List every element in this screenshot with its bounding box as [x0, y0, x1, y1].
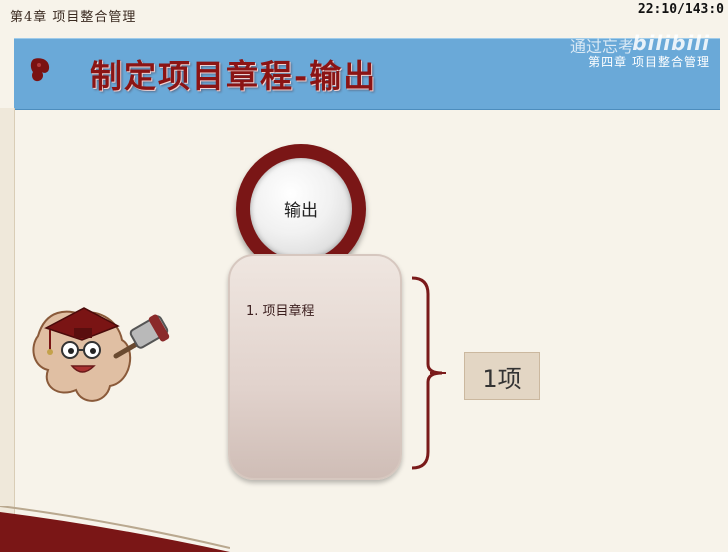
output-list-panel: 1. 项目章程 — [228, 254, 402, 480]
chapter-subtitle: 第四章 项目整合管理 — [588, 55, 710, 69]
output-circle-label: 输出 — [284, 201, 318, 221]
output-list-item: 1. 项目章程 — [246, 304, 315, 319]
slide-title: 制定项目章程-输出 — [90, 57, 378, 95]
bilibili-logo: bilibili — [632, 31, 710, 55]
output-circle: 输出 — [236, 144, 366, 274]
chapter-label: 第4章 项目整合管理 — [10, 10, 137, 25]
title-banner: 制定项目章程-输出 通过忘考 bilibili 第四章 项目整合管理 — [14, 31, 720, 110]
left-margin-bar — [0, 108, 15, 552]
video-timestamp: 22:10/143:0 — [637, 2, 724, 17]
watermark-text: 通过忘考 — [569, 37, 634, 56]
right-brace — [411, 276, 446, 470]
decorative-corner-sweep — [0, 506, 230, 552]
item-count-badge: 1项 — [464, 352, 540, 400]
graduate-mascot-icon — [32, 307, 170, 402]
hand-pointer-icon — [30, 58, 50, 82]
output-circle-inner: 输出 — [250, 158, 352, 260]
